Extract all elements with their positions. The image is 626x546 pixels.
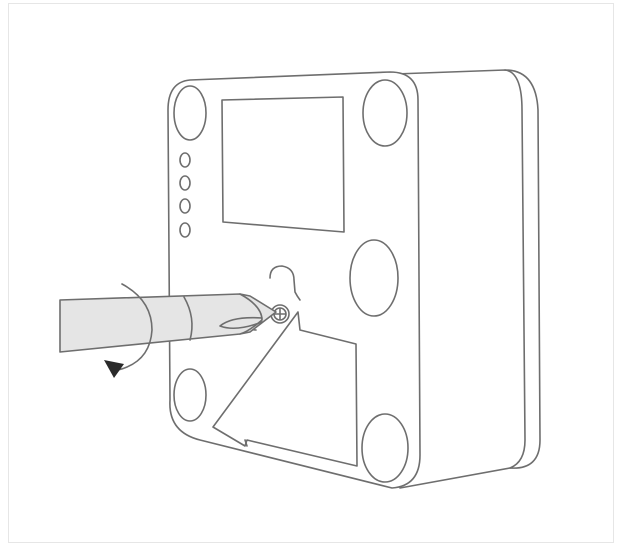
rubber-foot-bottom-left xyxy=(173,368,207,422)
device-side-inner-edge xyxy=(504,69,526,469)
screwdriver-tip-curve xyxy=(219,316,263,330)
keyhole-slot xyxy=(269,265,301,301)
indicator-hole-3 xyxy=(179,198,191,214)
device-side-edge xyxy=(394,69,541,489)
indicator-hole-4 xyxy=(179,222,191,238)
rotate-arrow-icon xyxy=(104,360,124,378)
rubber-foot-top-left xyxy=(173,85,207,141)
rubber-foot-bottom-right xyxy=(361,413,409,483)
screwdriver-tip-ring xyxy=(183,296,193,341)
screwdriver-tip-bevel xyxy=(239,293,263,335)
screw-cross xyxy=(274,308,286,320)
indicator-hole-1 xyxy=(179,152,191,168)
battery-cover-tab xyxy=(244,439,248,447)
rubber-foot-middle-right xyxy=(349,239,399,317)
rubber-foot-top-right xyxy=(362,79,408,147)
rotation-arc xyxy=(117,283,153,371)
label-plate xyxy=(221,96,345,233)
indicator-hole-2 xyxy=(179,175,191,191)
